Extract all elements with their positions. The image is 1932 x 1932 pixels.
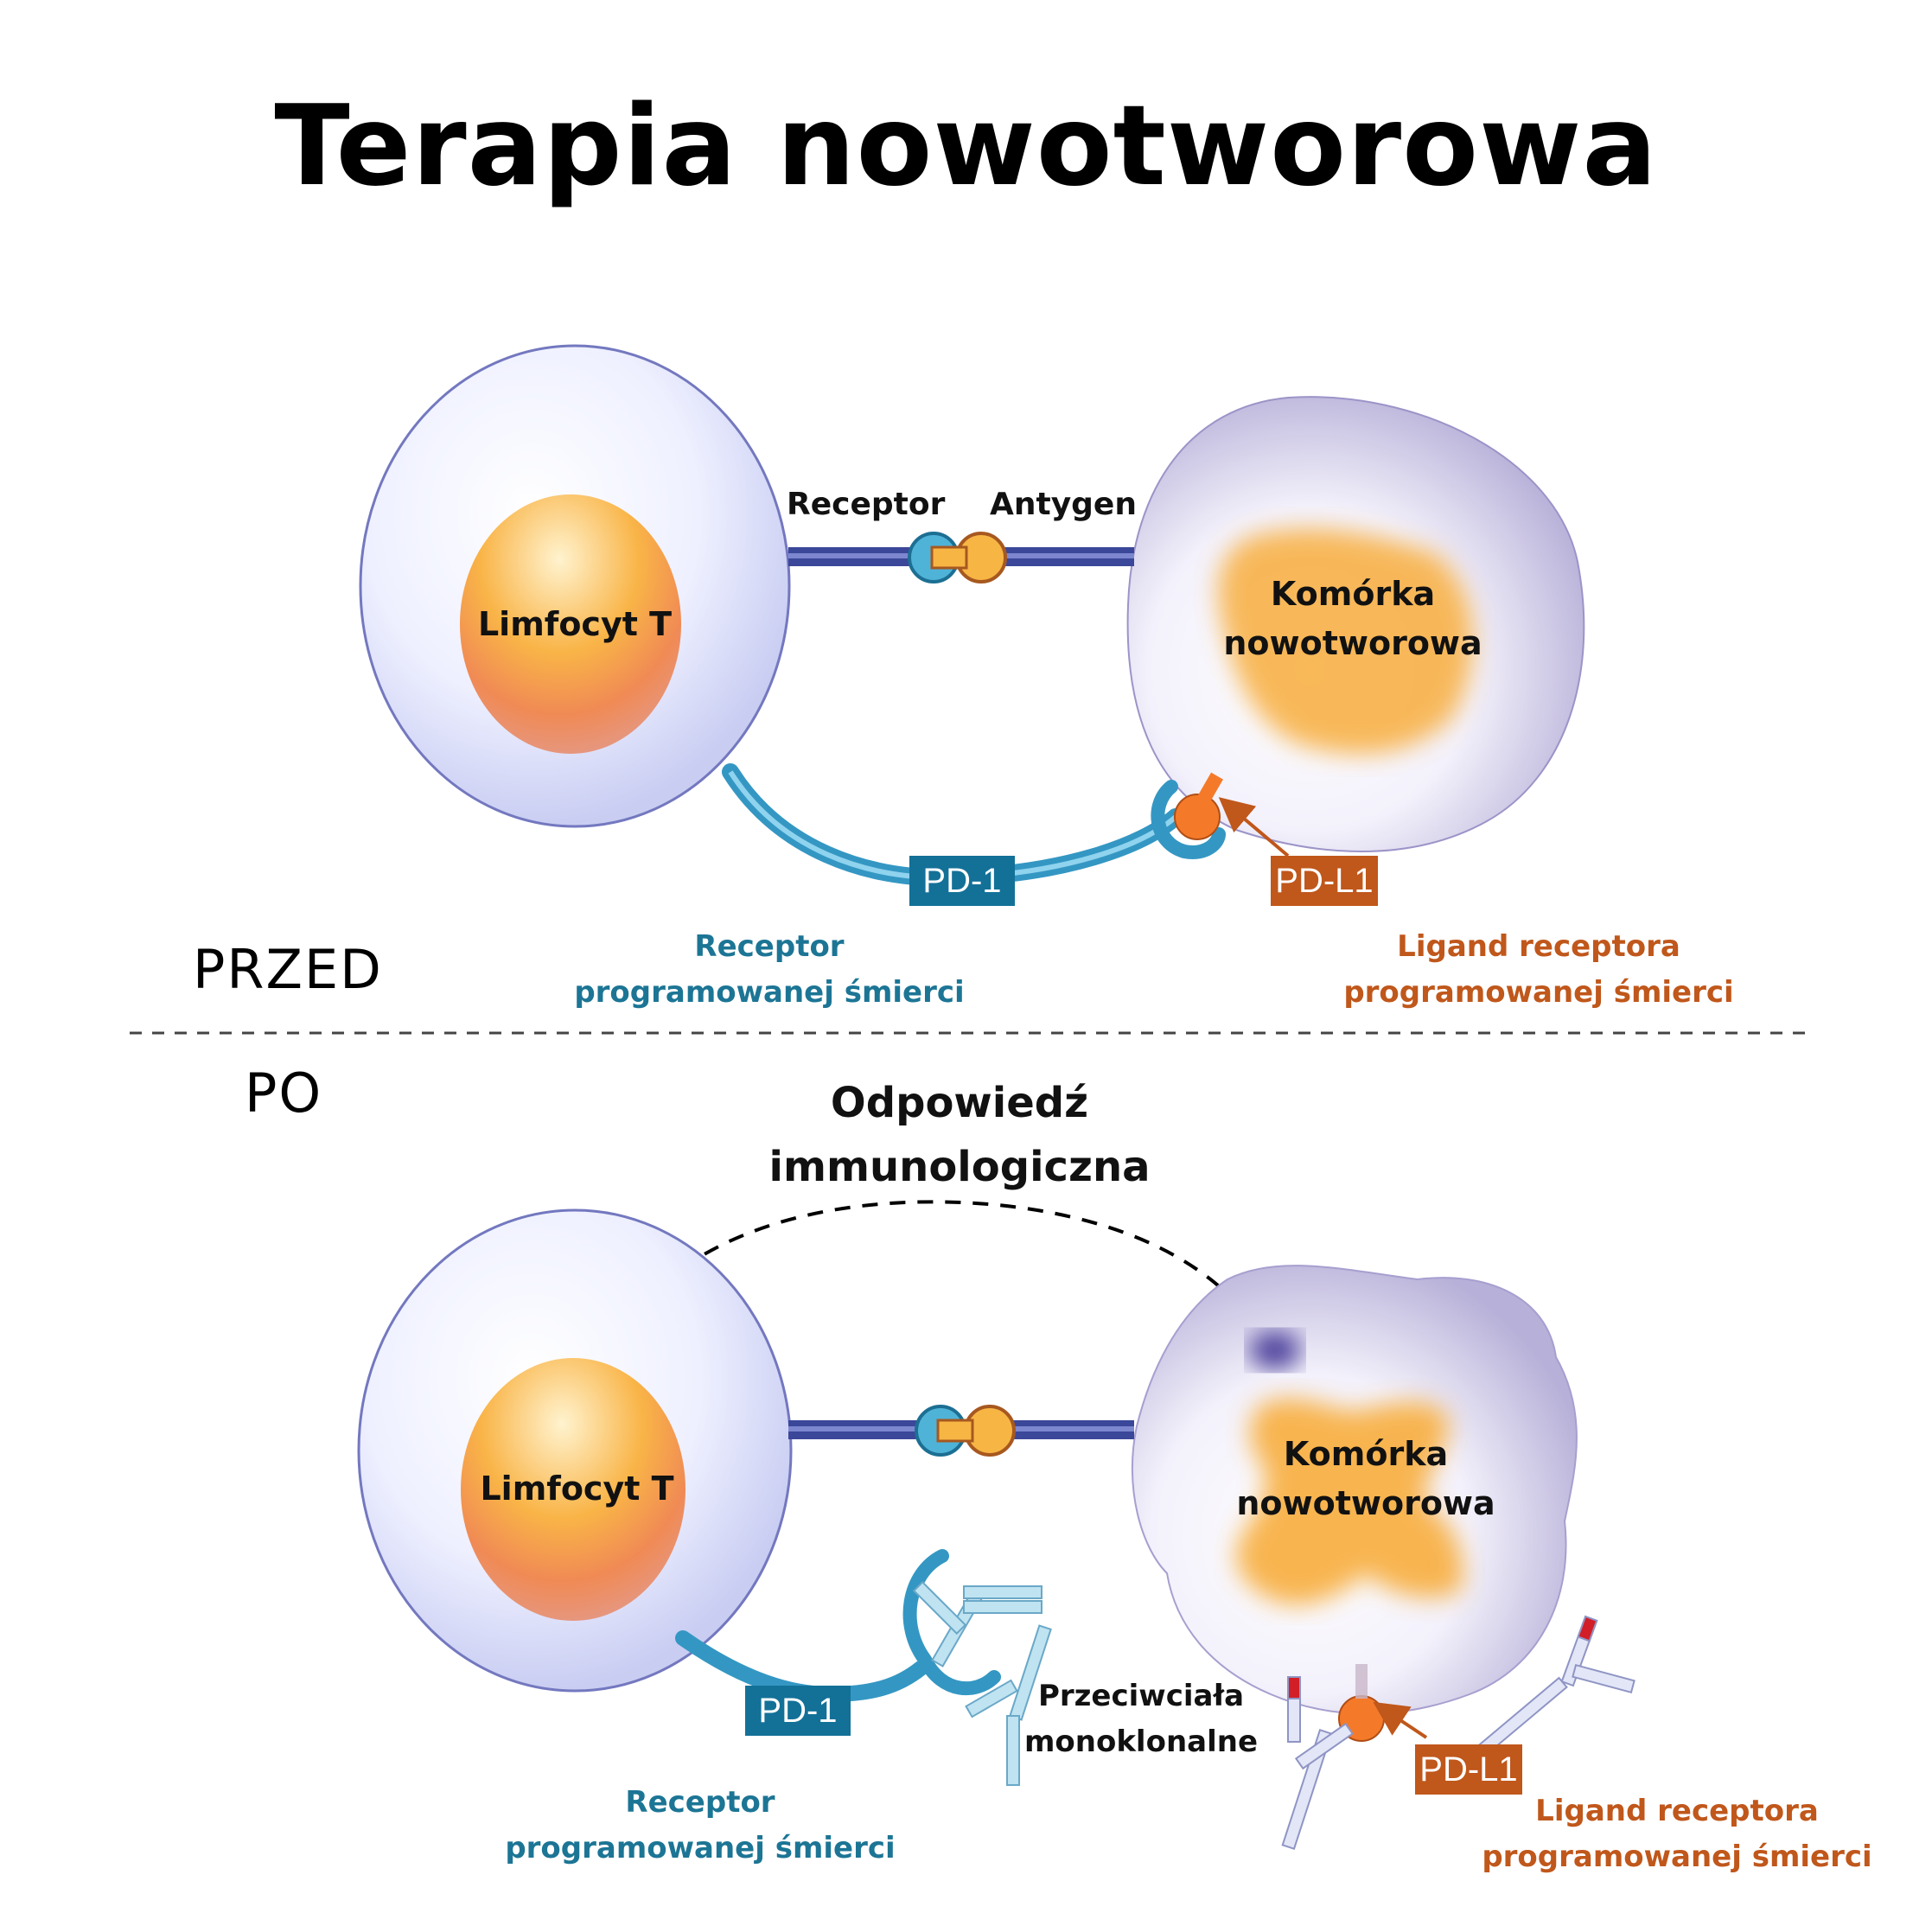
tumor-cell-label-line1: Komórka bbox=[1270, 575, 1436, 613]
pd1-tag: PD-1 bbox=[909, 856, 1015, 906]
receptor-label: Receptor bbox=[787, 487, 946, 522]
antigen-label: Antygen bbox=[990, 487, 1137, 522]
pdl1-pointer-arrow bbox=[1218, 797, 1290, 858]
tumor-cell-label-line1: Komórka bbox=[1283, 1435, 1449, 1473]
pd1-caption-line1: Receptor bbox=[625, 1785, 775, 1820]
pd1-caption-line2: programowanej śmierci bbox=[574, 975, 965, 1010]
pdl1-caption-line2: programowanej śmierci bbox=[1343, 975, 1734, 1010]
immune-response-label-line2: immunologiczna bbox=[768, 1143, 1151, 1191]
pdl1-tag: PD-L1 bbox=[1415, 1744, 1522, 1795]
pd1-tag: PD-1 bbox=[745, 1686, 851, 1736]
antibody-anti-pdl1 bbox=[1281, 1676, 1355, 1850]
tumor-cell-nucleus bbox=[1236, 1398, 1463, 1605]
antibody-anti-pd1 bbox=[965, 1624, 1052, 1786]
pd1-binding-cup bbox=[902, 1549, 1001, 1695]
antibody-anti-pdl1 bbox=[1478, 1615, 1636, 1756]
pdl1-caption-line2: programowanej śmierci bbox=[1482, 1840, 1872, 1874]
antibody-anti-pd1 bbox=[912, 1580, 1043, 1667]
pdl1-pointer-arrow bbox=[1373, 1701, 1428, 1739]
tumor-cell-label-line2: nowotworowa bbox=[1236, 1484, 1495, 1522]
tumor-damage-spot bbox=[1249, 1331, 1301, 1369]
pdl1-caption-line1: Ligand receptora bbox=[1535, 1794, 1819, 1828]
pd1-caption-line1: Receptor bbox=[694, 929, 845, 964]
immune-response-label-line1: Odpowiedź bbox=[830, 1079, 1089, 1127]
antibody-label-line1: Przeciwciała bbox=[1037, 1679, 1245, 1713]
after-panel bbox=[357, 1200, 1636, 1850]
section-label-before: PRZED bbox=[193, 938, 383, 1001]
pdl1-caption-line1: Ligand receptora bbox=[1397, 929, 1680, 964]
section-label-after: PO bbox=[245, 1062, 323, 1125]
tumor-cell-nucleus bbox=[1218, 528, 1473, 755]
pd1-binding-cup bbox=[1151, 780, 1226, 859]
pdl1-tag: PD-L1 bbox=[1271, 856, 1378, 906]
pd1-caption-line2: programowanej śmierci bbox=[505, 1831, 896, 1865]
tumor-cell-label-line2: nowotworowa bbox=[1223, 624, 1482, 662]
page-title: Terapia nowotworowa bbox=[274, 82, 1658, 211]
t-cell-nucleus bbox=[461, 1358, 685, 1621]
t-cell-nucleus bbox=[460, 494, 681, 754]
t-cell-label: Limfocyt T bbox=[477, 605, 673, 643]
t-cell-label: Limfocyt T bbox=[480, 1470, 674, 1508]
antibody-label-line2: monoklonalne bbox=[1023, 1725, 1259, 1759]
